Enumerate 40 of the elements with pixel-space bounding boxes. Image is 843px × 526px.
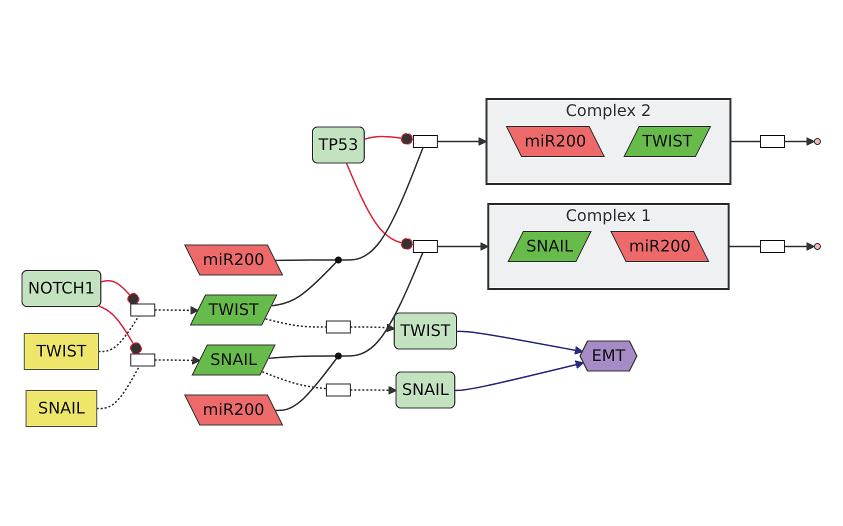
- connector: [346, 163, 414, 250]
- arrow: [350, 324, 396, 332]
- connector: [364, 133, 414, 146]
- arrow: [438, 242, 489, 252]
- node-circle: [814, 138, 822, 146]
- connector: [262, 371, 327, 390]
- arrow: [784, 137, 816, 146]
- node-box: [326, 384, 352, 397]
- connector: [728, 246, 761, 248]
- arrow: [438, 137, 488, 146]
- node-box: SNAIL: [26, 390, 98, 428]
- arrow: [784, 242, 816, 252]
- node-box: [760, 135, 786, 148]
- node-circle: [335, 352, 342, 360]
- arrow: [155, 306, 200, 315]
- node-circle: [814, 243, 822, 250]
- node-circle: [335, 256, 342, 264]
- node-box: TWIST: [24, 333, 100, 370]
- node-box: [760, 240, 786, 254]
- connector: [269, 356, 336, 360]
- node-box: [413, 135, 438, 148]
- connector: [98, 316, 140, 352]
- node-box: [130, 304, 156, 317]
- connector: [97, 366, 140, 410]
- connector: [730, 141, 761, 142]
- connector: [276, 260, 336, 262]
- connector: [266, 318, 327, 328]
- connector: [101, 280, 140, 306]
- connector: [272, 262, 338, 307]
- connector: [342, 147, 424, 261]
- node-box: [413, 240, 438, 254]
- node-box: [326, 320, 352, 334]
- connector: [99, 306, 142, 355]
- arrow: [455, 360, 584, 392]
- arrow: [457, 330, 584, 355]
- connector: [342, 252, 424, 357]
- arrow: [155, 356, 201, 366]
- arrow: [350, 386, 398, 395]
- connector: [276, 358, 338, 412]
- node-box: [130, 354, 156, 367]
